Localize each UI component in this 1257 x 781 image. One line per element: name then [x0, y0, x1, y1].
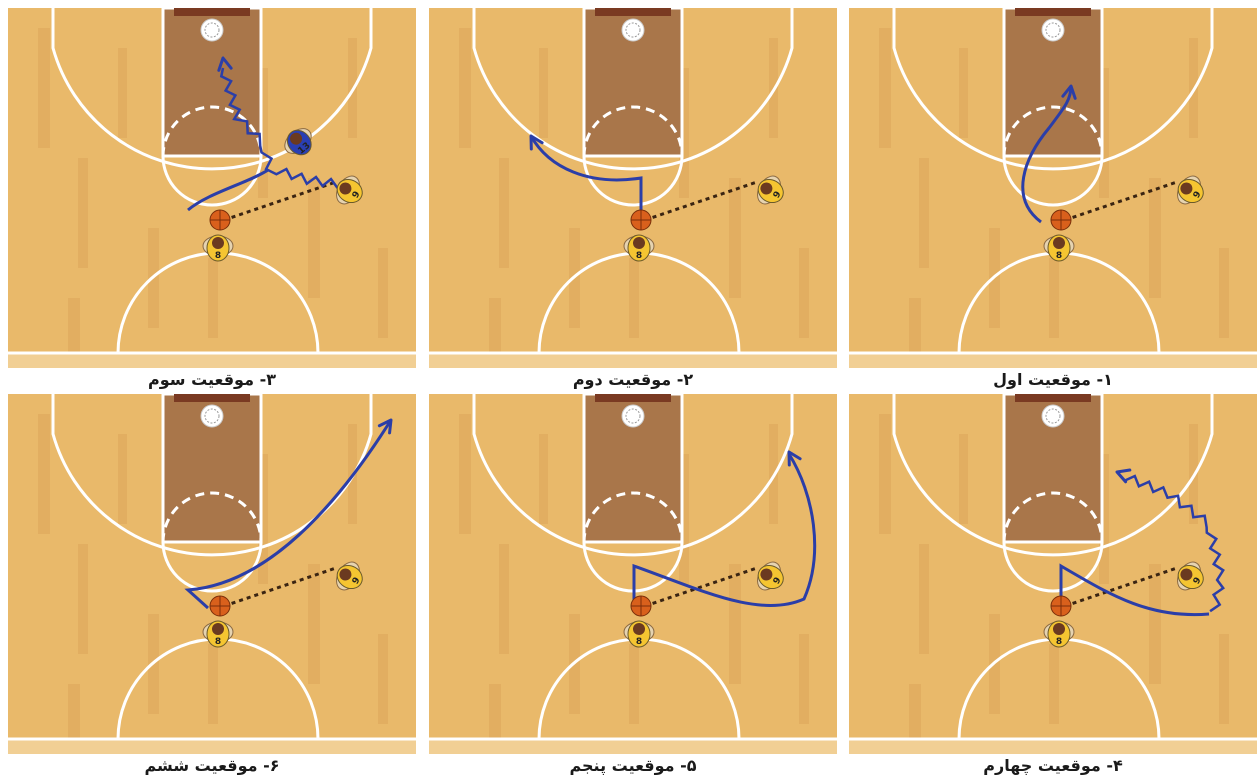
basketball-icon [209, 209, 231, 231]
free-throw-circle-dashed [582, 491, 684, 543]
basket-hoop-icon [1041, 404, 1065, 428]
arrow-head [787, 450, 802, 467]
pass-line [223, 566, 337, 608]
player-number: 8 [215, 637, 221, 647]
receiver-player: 8 [1043, 620, 1075, 648]
three-point-line [472, 394, 794, 557]
basketball-icon [1050, 209, 1072, 231]
player-number: 8 [636, 637, 642, 647]
court-diagram: 98 [849, 394, 1257, 754]
movement-path [1021, 85, 1073, 224]
three-point-line [51, 8, 373, 171]
receiver-player: 8 [202, 620, 234, 648]
player-number: 9 [1192, 576, 1204, 586]
backboard [595, 394, 671, 402]
basket-hoop-icon [200, 404, 224, 428]
pass-line [1064, 180, 1178, 222]
basket-hoop-icon [1041, 18, 1065, 42]
player-number: 9 [351, 190, 363, 200]
pass-line [223, 180, 337, 222]
panel-caption: ۲- موقعیت دوم [572, 370, 694, 389]
basket-hoop-icon [621, 18, 645, 42]
free-throw-circle [161, 541, 263, 593]
arrow-head [377, 418, 393, 435]
pass-line [644, 180, 758, 222]
player-number: 8 [636, 251, 642, 261]
passer-player: 9 [336, 175, 363, 205]
arrow-head [217, 56, 233, 72]
player-number: 9 [772, 576, 784, 586]
receiver-player: 8 [1043, 234, 1075, 262]
player-number: 9 [1192, 190, 1204, 200]
backboard [174, 394, 250, 402]
player-number: 8 [1056, 251, 1062, 261]
passer-player: 9 [336, 561, 363, 591]
basketball-icon [209, 595, 231, 617]
arrow-head [529, 134, 544, 151]
backboard [174, 8, 250, 16]
player-number: 8 [1056, 637, 1062, 647]
movement-path [632, 453, 817, 608]
passer-player: 9 [757, 561, 784, 591]
movement-path [187, 168, 269, 212]
passer-player: 9 [1177, 561, 1204, 591]
basketball-icon [630, 209, 652, 231]
three-point-line [892, 8, 1214, 171]
backboard [1015, 394, 1091, 402]
dribble-path [219, 67, 339, 189]
court-diagram: 98 [8, 394, 416, 754]
backboard [1015, 8, 1091, 16]
panel-caption: ۳- موقعیت سوم [148, 370, 276, 389]
free-throw-circle-dashed [1002, 491, 1104, 543]
movement-path [529, 135, 643, 220]
player-number: 9 [351, 576, 363, 586]
court-diagram: 98 [849, 8, 1257, 368]
basketball-icon [630, 595, 652, 617]
dribble-path [1118, 473, 1225, 613]
player-number: 9 [772, 190, 784, 200]
panel-caption: ۴- موقعیت چهارم [983, 756, 1123, 775]
basket-hoop-icon [621, 404, 645, 428]
free-throw-circle-dashed [161, 491, 263, 543]
panel-caption: ۶- موقعیت ششم [144, 756, 280, 775]
free-throw-circle-dashed [1002, 105, 1104, 157]
free-throw-circle-dashed [161, 105, 263, 157]
court-diagram: 98 [429, 8, 837, 368]
movement-path [184, 419, 393, 610]
free-throw-circle [1002, 155, 1104, 207]
backboard [595, 8, 671, 16]
player-number: 8 [215, 251, 221, 261]
receiver-player: 8 [623, 234, 655, 262]
receiver-player: 8 [202, 234, 234, 262]
pass-line [644, 566, 758, 608]
basket-hoop-icon [200, 18, 224, 42]
receiver-player: 8 [623, 620, 655, 648]
panel-caption: ۱- موقعیت اول [993, 370, 1113, 389]
free-throw-circle [1002, 541, 1104, 593]
arrow-head [1061, 84, 1077, 100]
movement-path [1059, 563, 1210, 617]
free-throw-circle-dashed [582, 105, 684, 157]
pass-line [1064, 566, 1178, 608]
basketball-icon [1050, 595, 1072, 617]
passer-player: 9 [757, 175, 784, 205]
passer-player: 9 [1177, 175, 1204, 205]
three-point-line [472, 8, 794, 171]
arrow-head [1115, 468, 1132, 484]
three-point-line [892, 394, 1214, 557]
panel-caption: ۵- موقعیت پنجم [569, 756, 697, 775]
court-diagram: 98 [429, 394, 837, 754]
